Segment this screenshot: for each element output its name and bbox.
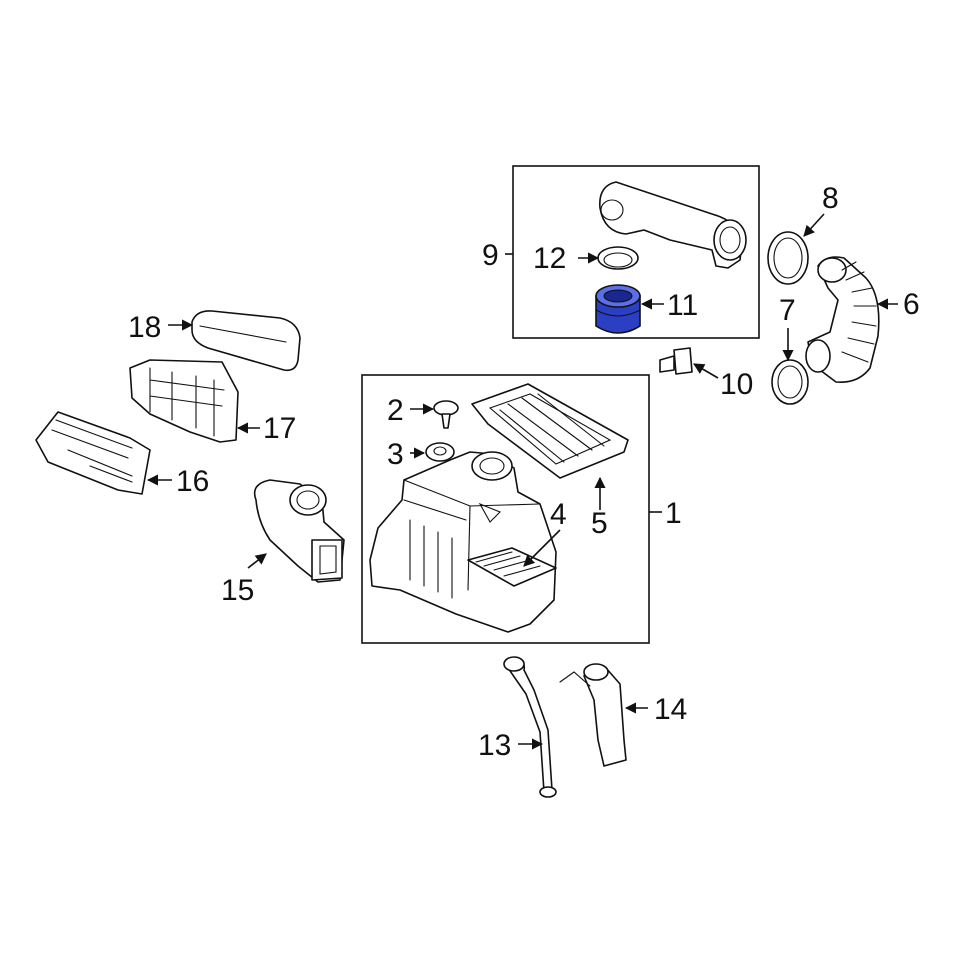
part-3-grommet[interactable] <box>425 442 455 462</box>
part-15-elbow-hose[interactable] <box>253 479 345 583</box>
callout-17: 17 <box>263 412 296 445</box>
part-4-filter-element[interactable] <box>467 547 557 587</box>
callout-7: 7 <box>779 294 796 327</box>
group-frame-1 <box>361 374 650 644</box>
part-7-clamp[interactable] <box>771 359 809 405</box>
callout-5: 5 <box>591 507 608 540</box>
callout-14: 14 <box>654 693 687 726</box>
callout-2: 2 <box>387 394 404 427</box>
callout-6: 6 <box>903 288 920 321</box>
callout-12: 12 <box>533 242 566 275</box>
part-16-intake-duct[interactable] <box>35 411 151 495</box>
callout-4: 4 <box>550 498 567 531</box>
leader-10 <box>693 363 719 379</box>
callout-9: 9 <box>482 239 499 272</box>
callout-13: 13 <box>478 729 511 762</box>
callout-18: 18 <box>128 311 161 344</box>
callout-3: 3 <box>387 438 404 471</box>
group-frame-9 <box>512 165 760 339</box>
part-5-filter-housing-cover[interactable] <box>471 383 629 479</box>
callout-16: 16 <box>176 465 209 498</box>
callout-1: 1 <box>665 497 682 530</box>
callout-8: 8 <box>822 182 839 215</box>
part-13-breather-hose[interactable] <box>503 656 557 798</box>
part-17-air-duct-housing[interactable] <box>129 359 239 443</box>
part-14-hose[interactable] <box>559 663 627 767</box>
callout-15: 15 <box>221 574 254 607</box>
callout-11: 11 <box>667 289 698 322</box>
part-2-screw[interactable] <box>433 400 459 429</box>
callout-10: 10 <box>720 368 753 401</box>
part-10-bolt[interactable] <box>659 347 693 375</box>
part-9-intake-pipe[interactable] <box>599 181 747 269</box>
leader-4 <box>523 529 561 567</box>
part-8-clamp[interactable] <box>767 231 809 285</box>
leader-8 <box>803 213 825 237</box>
part-18-cover[interactable] <box>191 310 301 372</box>
part-12-clamp[interactable] <box>597 246 639 270</box>
part-11-coupling[interactable] <box>595 284 641 334</box>
leader-15 <box>247 553 267 569</box>
part-6-corrugated-hose[interactable] <box>805 256 880 384</box>
part-1-air-cleaner-assembly[interactable] <box>369 451 557 633</box>
